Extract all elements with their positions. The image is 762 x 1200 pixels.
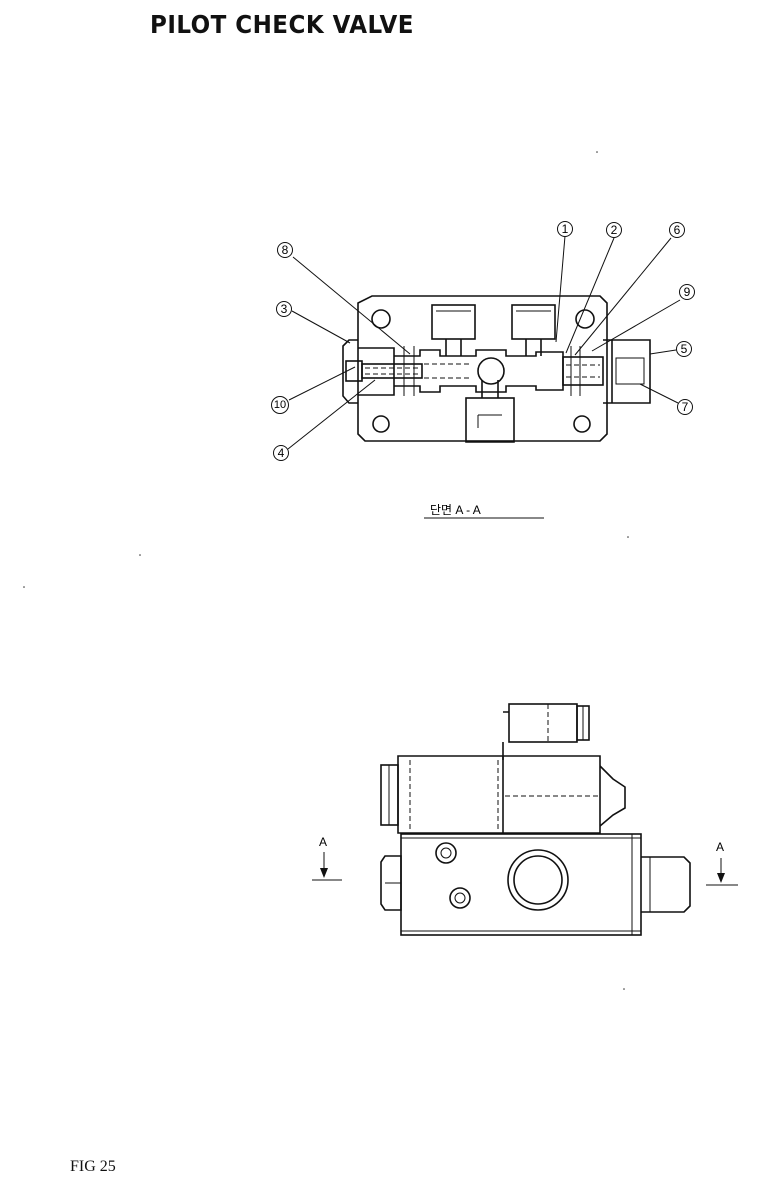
figure-label: FIG 25 <box>70 1158 116 1175</box>
section-caption: 단면 A - A <box>430 503 481 517</box>
callout-3: 3 <box>281 302 288 316</box>
callout-6: 6 <box>674 223 681 237</box>
section-view: 1 2 6 8 9 3 5 10 7 4 단면 A <box>271 221 695 519</box>
callout-9: 9 <box>684 285 691 299</box>
scan-specks <box>23 151 629 990</box>
callout-2: 2 <box>611 223 618 237</box>
external-view: A A <box>312 703 738 936</box>
callout-10: 10 <box>274 399 286 411</box>
callout-4: 4 <box>278 446 285 460</box>
section-marker-right: A <box>716 840 724 854</box>
callout-5: 5 <box>681 342 688 356</box>
callout-7: 7 <box>682 400 689 414</box>
section-marker-left: A <box>319 835 327 849</box>
callout-8: 8 <box>282 243 289 257</box>
page-title: PILOT CHECK VALVE <box>150 10 414 39</box>
callout-1: 1 <box>562 222 569 236</box>
